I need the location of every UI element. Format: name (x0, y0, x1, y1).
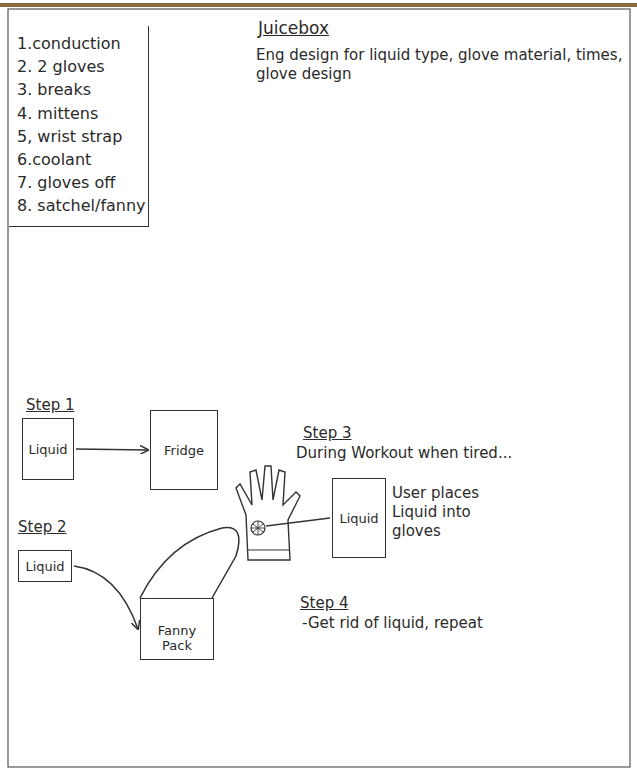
list-item: 6.coolant (17, 148, 142, 171)
box-text: Liquid (339, 511, 378, 526)
sketch-box: Liquid (22, 418, 74, 480)
fanny-pack: Fanny Pack (140, 598, 214, 660)
glove-cuff (248, 549, 290, 550)
list-item: 8. satchel/fanny (17, 194, 142, 217)
note-label: User places Liquid into gloves (392, 484, 510, 540)
note-label: Step 1 (26, 396, 74, 415)
pocket-grid (251, 521, 265, 535)
arrow-connector (74, 566, 138, 629)
sketch-box: Liquid (18, 550, 72, 582)
list-item: 7. gloves off (17, 171, 142, 194)
list-item: 1.conduction (17, 32, 142, 55)
note-label: Step 3 (303, 424, 351, 443)
page-frame (8, 9, 630, 767)
note-label: -Get rid of liquid, repeat (302, 614, 602, 633)
glove-drawing (236, 466, 300, 560)
box-text: Liquid (25, 559, 64, 574)
note-label: Eng design for liquid type, glove materi… (256, 46, 626, 84)
note-label: Step 2 (18, 518, 66, 537)
box-text: Fridge (164, 443, 204, 458)
list-item: 4. mittens (17, 102, 142, 125)
idea-list: 1.conduction2. 2 gloves3. breaks4. mitte… (9, 26, 149, 227)
leader-line (266, 518, 330, 526)
list-item: 2. 2 gloves (17, 55, 142, 78)
note-label: Step 4 (300, 594, 348, 613)
sketch-box: Liquid (332, 478, 386, 558)
glove-pocket (251, 521, 265, 535)
sketch-title: Juicebox (258, 18, 329, 39)
list-item: 5, wrist strap (17, 125, 142, 148)
note-label: During Workout when tired... (296, 444, 616, 463)
list-item: 3. breaks (17, 78, 142, 101)
box-text: Fanny Pack (145, 623, 209, 653)
pack-flap (140, 528, 239, 598)
page-edge (0, 3, 637, 7)
box-text: Liquid (28, 442, 67, 457)
sketch-box: Fridge (150, 410, 218, 490)
arrow-connector (76, 449, 148, 450)
